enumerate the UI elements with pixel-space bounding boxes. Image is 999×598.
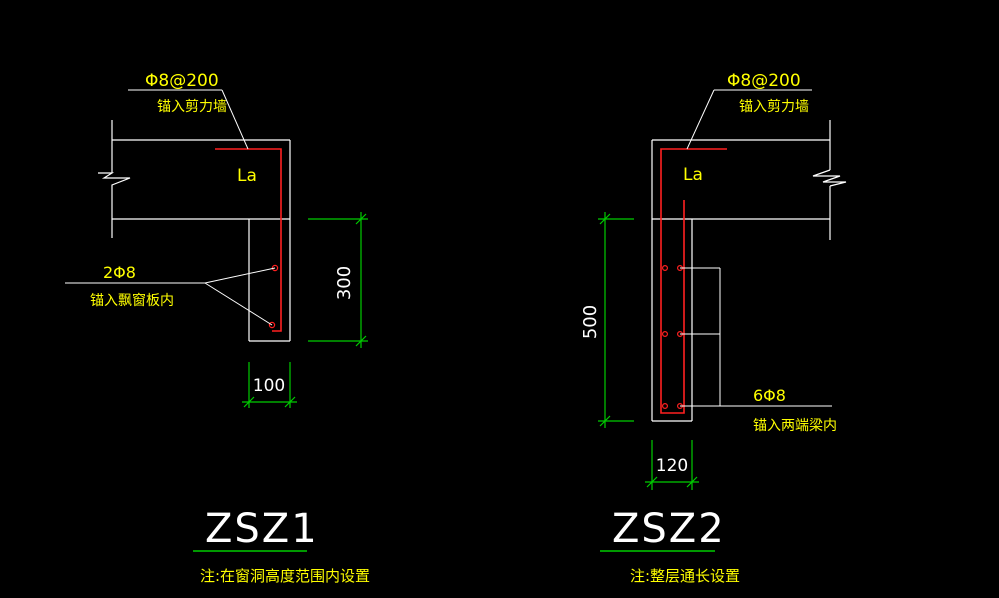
zsz1-height-dimension [308,212,368,348]
zsz1-title: ZSZ1 [205,506,319,552]
zsz2-dim-height: 500 [580,305,601,339]
zsz1-side-callout-line1: 2Φ8 [103,263,136,282]
zsz1-break-symbol [98,172,131,189]
zsz2-dim-width: 120 [656,456,688,476]
zsz1-dim-width: 100 [253,376,285,396]
zsz2-note: 注:整层通长设置 [630,567,740,585]
zsz2-width-dimension [645,440,699,490]
detail-zsz2: 6Φ8 锚入两端梁内 Φ8@200 锚入剪力墙 La 500 120 [580,71,847,585]
zsz1-top-callout-line1: Φ8@200 [145,71,219,91]
zsz2-break-symbol [812,169,847,187]
zsz1-width-dimension [242,362,297,408]
zsz2-height-dimension [598,212,634,428]
zsz2-anchor-label: La [683,165,703,185]
zsz1-side-leader [65,267,276,326]
zsz2-side-callout-line1: 6Φ8 [753,386,786,405]
zsz2-title: ZSZ2 [612,506,726,552]
zsz1-rebar-dot-lower [268,321,276,329]
zsz2-wall-outline [651,120,831,422]
zsz2-top-callout-line1: Φ8@200 [727,71,801,91]
zsz1-rebar-dot-upper [271,264,279,272]
zsz2-rebar-dot-5 [661,403,668,410]
zsz2-rebar-dot-1 [661,265,668,272]
zsz1-wall-outline [111,120,291,342]
zsz1-side-callout-line2: 锚入飘窗板内 [90,292,174,309]
detail-zsz1: Φ8@200 锚入剪力墙 La 2Φ8 锚入飘窗板内 300 100 [65,71,370,585]
zsz2-side-callout-line2: 锚入两端梁内 [753,418,837,434]
zsz1-note: 注:在窗洞高度范围内设置 [200,567,370,585]
zsz1-top-callout-line2: 锚入剪力墙 [157,99,227,115]
zsz2-side-leader [680,267,832,407]
zsz2-rebar-dot-3 [661,331,668,338]
zsz1-top-leader [128,89,249,150]
zsz2-rebar-top [660,148,727,414]
zsz1-anchor-label: La [237,166,257,186]
zsz2-top-callout-line2: 锚入剪力墙 [739,99,809,115]
zsz1-dim-height: 300 [334,266,355,300]
zsz2-top-leader [686,89,812,150]
